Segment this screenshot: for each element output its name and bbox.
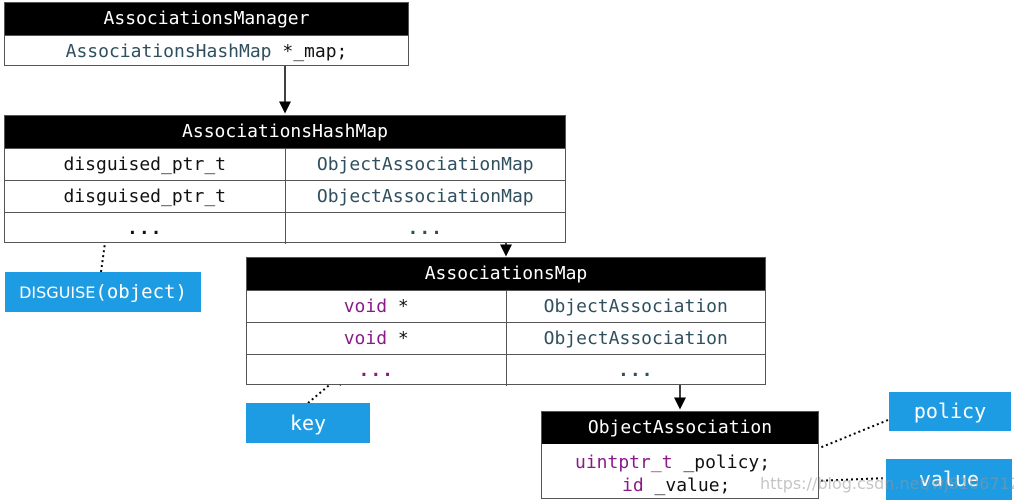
associations-map-title: AssociationsMap bbox=[247, 258, 765, 290]
associations-hashmap-title: AssociationsHashMap bbox=[5, 116, 565, 148]
table-row: ... ... bbox=[247, 354, 765, 386]
hashmap-key-cell: disguised_ptr_t bbox=[63, 186, 227, 207]
hashmap-value-cell: ObjectAssociationMap bbox=[284, 181, 566, 212]
assocmap-key-type: void bbox=[343, 296, 388, 317]
hashmap-value-ellipsis: ... bbox=[284, 213, 566, 244]
policy-field-type: uintptr_t bbox=[575, 452, 673, 473]
policy-label: policy bbox=[889, 392, 1011, 431]
associations-hashmap-table: AssociationsHashMap disguised_ptr_t Obje… bbox=[4, 115, 566, 244]
associations-map-table: AssociationsMap void * ObjectAssociation… bbox=[246, 257, 766, 386]
manager-field-name: *_map; bbox=[282, 41, 348, 62]
assocmap-key-ellipsis: ... bbox=[358, 360, 394, 381]
associations-manager-box: AssociationsManager AssociationsHashMap … bbox=[4, 2, 409, 66]
hashmap-value-cell: ObjectAssociationMap bbox=[284, 149, 566, 180]
value-field-name: _value; bbox=[654, 475, 731, 496]
policy-field-name: _policy; bbox=[683, 452, 771, 473]
key-label: key bbox=[246, 403, 370, 443]
table-row: disguised_ptr_t ObjectAssociationMap bbox=[5, 180, 565, 212]
disguise-macro-name: DISGUISE bbox=[19, 283, 96, 302]
assocmap-value-cell: ObjectAssociation bbox=[505, 291, 766, 322]
hashmap-key-ellipsis: ... bbox=[126, 218, 163, 239]
object-association-box: ObjectAssociation uintptr_t _policy; id … bbox=[541, 411, 819, 499]
watermark: https://blog.csdn.net/wj810671226 bbox=[760, 474, 1014, 493]
object-association-title: ObjectAssociation bbox=[542, 412, 818, 444]
disguise-macro-arg: (object) bbox=[95, 281, 187, 303]
associations-manager-title: AssociationsManager bbox=[5, 3, 408, 35]
assocmap-value-ellipsis: ... bbox=[505, 355, 766, 386]
table-row: disguised_ptr_t ObjectAssociationMap bbox=[5, 148, 565, 180]
assocmap-value-cell: ObjectAssociation bbox=[505, 323, 766, 354]
value-field-type: id bbox=[622, 475, 644, 496]
table-row: void * ObjectAssociation bbox=[247, 290, 765, 322]
hashmap-key-cell: disguised_ptr_t bbox=[63, 154, 227, 175]
table-row: ... ... bbox=[5, 212, 565, 244]
disguise-object-label: DISGUISE(object) bbox=[5, 272, 201, 312]
assocmap-key-ptr: * bbox=[397, 296, 409, 317]
assocmap-key-ptr: * bbox=[397, 328, 409, 349]
value-label: value bbox=[886, 459, 1012, 500]
table-row: void * ObjectAssociation bbox=[247, 322, 765, 354]
manager-field-type: AssociationsHashMap bbox=[65, 41, 272, 62]
assocmap-key-type: void bbox=[343, 328, 388, 349]
